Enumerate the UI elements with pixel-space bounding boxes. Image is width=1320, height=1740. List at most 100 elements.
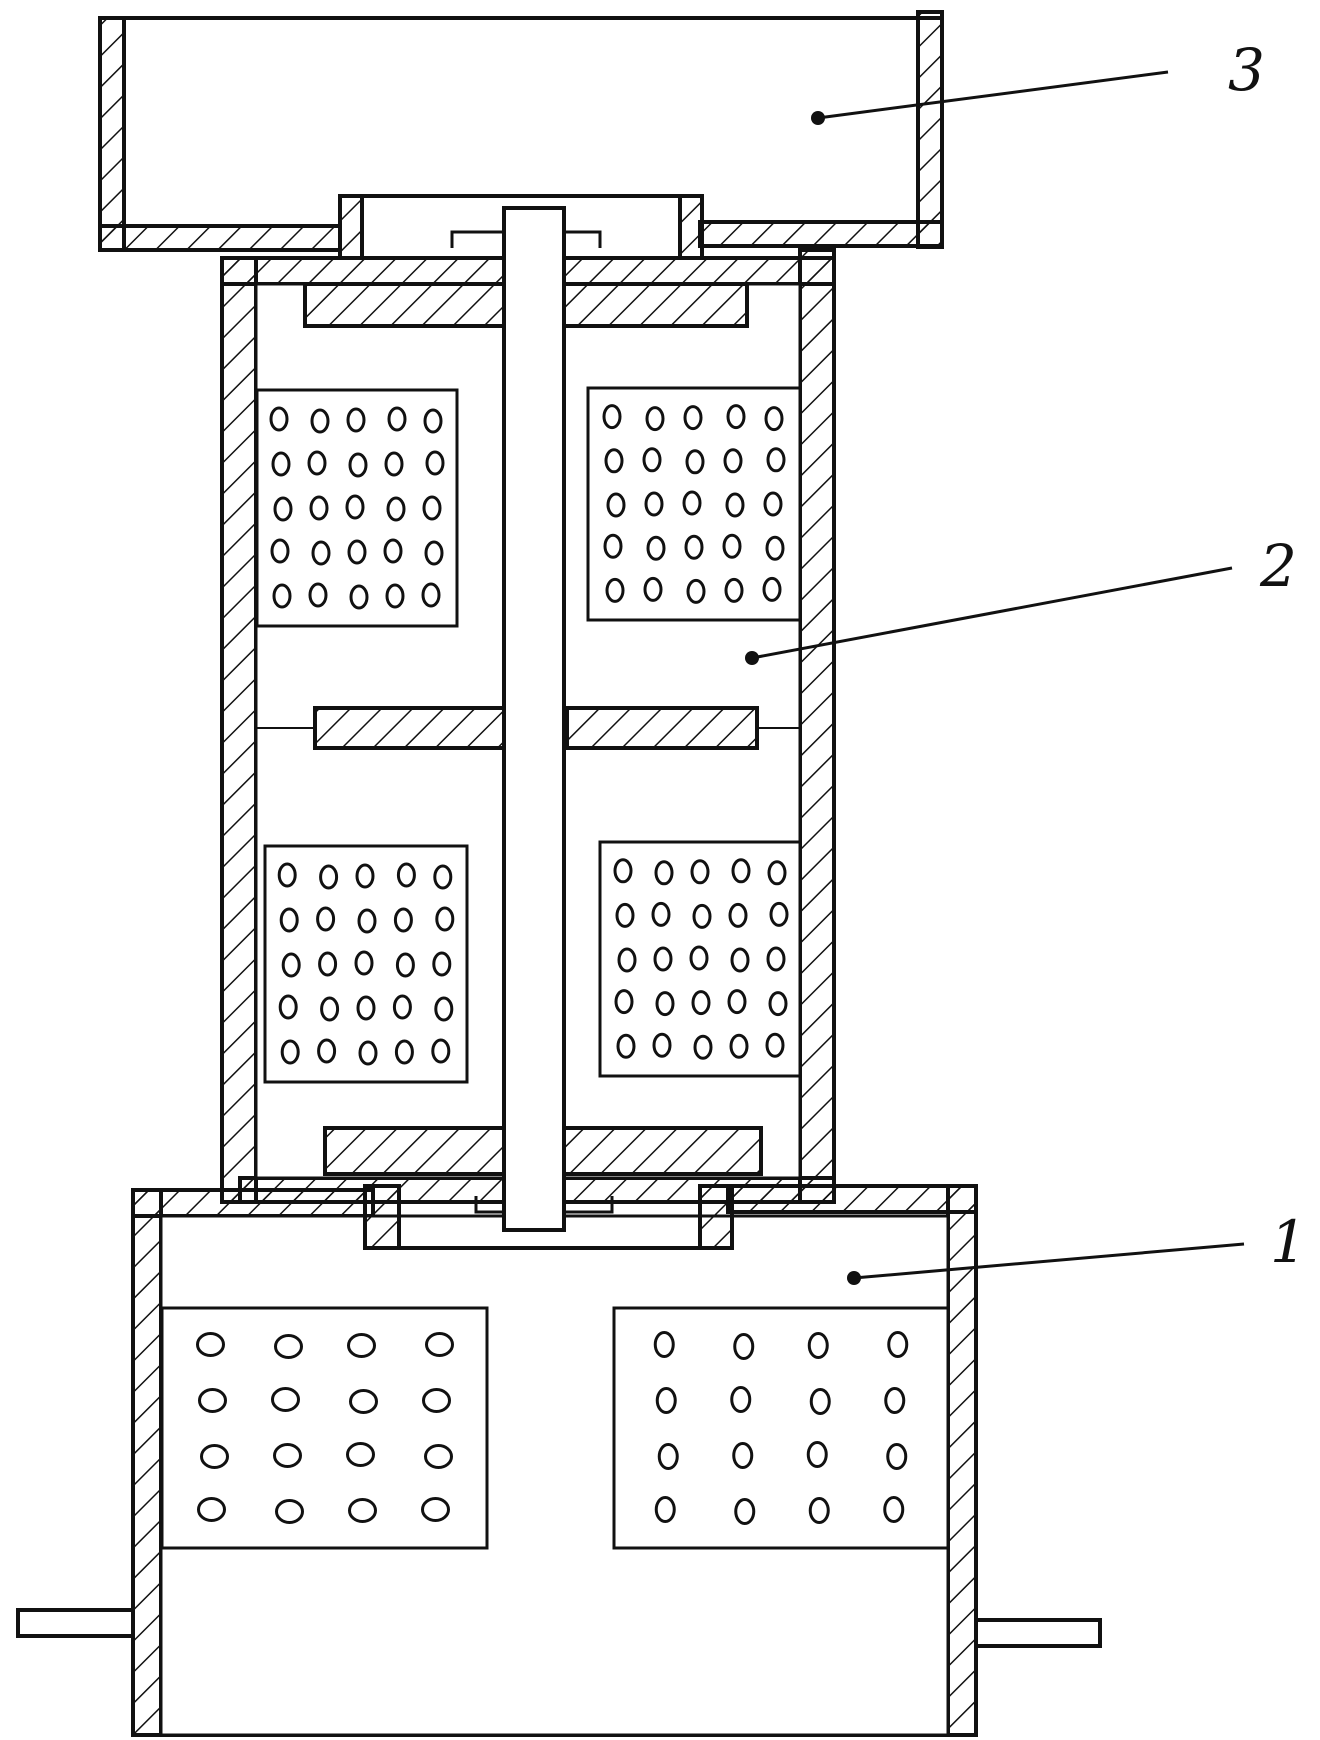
perforation-hole: [682, 490, 702, 516]
leader-3: [811, 70, 1169, 125]
perforation-hole: [887, 1331, 909, 1358]
perforation-hole: [724, 577, 744, 603]
perforation-hole: [765, 535, 785, 561]
perforation-hole: [425, 1332, 454, 1357]
perforation-hole: [883, 1496, 905, 1523]
perforation-hole: [655, 991, 675, 1017]
perforation-hole: [345, 494, 365, 520]
perforation-hole: [277, 862, 297, 888]
perforation-hole: [421, 582, 441, 608]
perforation-hole: [766, 946, 786, 972]
perforation-hole: [765, 1032, 785, 1058]
perforation-hole: [309, 495, 329, 521]
perforation-hole: [319, 864, 339, 890]
perforation-hole: [806, 1441, 828, 1468]
perforation-hole: [808, 1497, 830, 1524]
perforation-hole: [644, 491, 664, 517]
perforation-hole: [691, 990, 711, 1016]
perforation-hole: [435, 906, 455, 932]
perforation-hole: [271, 451, 291, 477]
perforation-hole: [651, 901, 671, 927]
perforation-hole: [200, 1444, 229, 1469]
perforation-hole: [395, 952, 415, 978]
perforation-hole: [347, 1333, 376, 1358]
perforation-hole: [685, 449, 705, 475]
perforation-hole: [432, 951, 452, 977]
perforation-hole: [348, 1498, 377, 1523]
perforation-hole: [198, 1388, 227, 1413]
perforated-panels-bottom: [160, 1306, 950, 1550]
perforation-hole: [433, 864, 453, 890]
perforation-hole: [684, 534, 704, 560]
perforation-hole: [643, 576, 663, 602]
perforation-hole: [652, 1032, 672, 1058]
perforation-hole: [763, 491, 783, 517]
side-pipes: [16, 1608, 1102, 1648]
perforation-hole: [422, 495, 442, 521]
perforation-hole: [762, 576, 782, 602]
perforation-hole: [278, 994, 298, 1020]
perforation-hole: [269, 406, 289, 432]
perforation-hole: [653, 946, 673, 972]
perforation-hole: [346, 1442, 375, 1467]
perforation-hole: [617, 947, 637, 973]
perforation-hole: [422, 1388, 451, 1413]
perforation-hole: [729, 1033, 749, 1059]
label-2: 2: [1259, 532, 1297, 600]
perforation-hole: [348, 452, 368, 478]
perforation-hole: [614, 989, 634, 1015]
perforation-hole: [384, 451, 404, 477]
perforation-hole: [886, 1443, 908, 1470]
perforation-hole: [317, 1038, 337, 1064]
perforation-hole: [728, 902, 748, 928]
perforation-hole: [310, 408, 330, 434]
perforation-hole: [767, 860, 787, 886]
perforation-hole: [318, 951, 338, 977]
perforation-hole: [320, 996, 340, 1022]
perforation-hole: [387, 406, 407, 432]
perforation-hole: [271, 1387, 300, 1412]
perforation-hole: [424, 540, 444, 566]
perforation-hole: [645, 406, 665, 432]
label-3: 3: [1228, 36, 1265, 104]
perforation-hole: [722, 533, 742, 559]
perforation-hole: [725, 492, 745, 518]
perforation-hole: [653, 1331, 675, 1358]
perforation-hole: [654, 1496, 676, 1523]
perforation-hole: [279, 907, 299, 933]
perforation-hole: [692, 903, 712, 929]
perforation-hole: [355, 863, 375, 889]
perforation-hole: [884, 1387, 906, 1414]
perforation-hole: [616, 1033, 636, 1059]
middle-divider: [256, 706, 800, 750]
perforation-hole: [308, 582, 328, 608]
perforation-hole: [807, 1332, 829, 1359]
perforation-hole: [613, 858, 633, 884]
perforation-hole: [809, 1388, 831, 1415]
perforation-hole: [421, 1497, 450, 1522]
perforation-hole: [730, 1386, 752, 1413]
perforation-hole: [602, 404, 622, 430]
perforation-hole: [349, 1389, 378, 1414]
perforation-hole: [394, 1039, 414, 1065]
perforation-hole: [731, 858, 751, 884]
perforation-hole: [196, 1332, 225, 1357]
perforation-hole: [356, 995, 376, 1021]
perforation-hole: [423, 408, 443, 434]
perforation-hole: [431, 1038, 451, 1064]
perforation-hole: [270, 538, 290, 564]
perforation-hole: [281, 952, 301, 978]
perforation-hole: [392, 994, 412, 1020]
perforation-hole: [689, 945, 709, 971]
perforation-hole: [686, 578, 706, 604]
perforation-hole: [766, 447, 786, 473]
perforation-hole: [654, 860, 674, 886]
perforation-holes: [196, 404, 909, 1525]
perforation-hole: [732, 1442, 754, 1469]
perforation-hole: [606, 492, 626, 518]
perforation-hole: [197, 1497, 226, 1522]
perforation-hole: [346, 407, 366, 433]
perforation-hole: [615, 902, 635, 928]
perforation-hole: [357, 908, 377, 934]
perforation-hole: [280, 1039, 300, 1065]
